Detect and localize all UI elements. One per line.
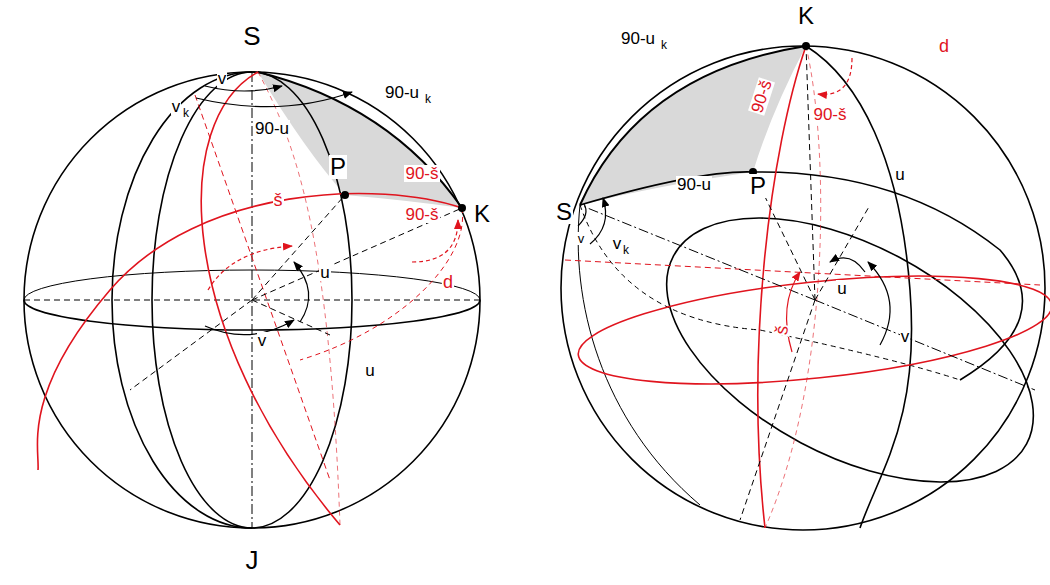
point-label: K: [797, 4, 815, 28]
arc-label: u: [894, 166, 905, 183]
arc-label: 90-š: [812, 106, 847, 123]
angle-label: v: [257, 332, 268, 349]
arc-label: 90-u: [620, 30, 656, 47]
arc-label: 90-u: [384, 84, 420, 101]
subscript: k: [622, 244, 630, 256]
angle-label: u: [836, 280, 847, 297]
arc-label: 90-u: [676, 176, 712, 193]
angle-label: v: [171, 98, 182, 115]
angle-label: v: [577, 232, 586, 245]
angle-label: v: [900, 328, 911, 345]
arc-label: 90-š: [404, 165, 439, 182]
angle-label: v: [612, 235, 623, 252]
subscript: k: [660, 39, 668, 51]
left-sphere: [24, 72, 480, 528]
angle-label: u: [319, 264, 330, 281]
pole-label: S: [242, 23, 261, 49]
subscript: k: [424, 93, 432, 105]
point-label: P: [329, 155, 347, 179]
angle-label: d: [938, 37, 950, 55]
pole-label: J: [245, 547, 260, 573]
point-label: K: [473, 202, 491, 226]
right-sphere: [561, 42, 1050, 537]
arc-label: š: [273, 191, 284, 209]
arc-label: 90-š: [404, 206, 439, 223]
point-label: P: [749, 174, 767, 198]
arc-label: u: [364, 362, 375, 379]
angle-label: v: [217, 70, 228, 87]
angle-label: d: [442, 273, 454, 291]
arc-label: š: [771, 323, 791, 337]
arc-label: 90-u: [254, 120, 290, 137]
point-label: S: [555, 200, 573, 224]
subscript: k: [182, 107, 190, 119]
